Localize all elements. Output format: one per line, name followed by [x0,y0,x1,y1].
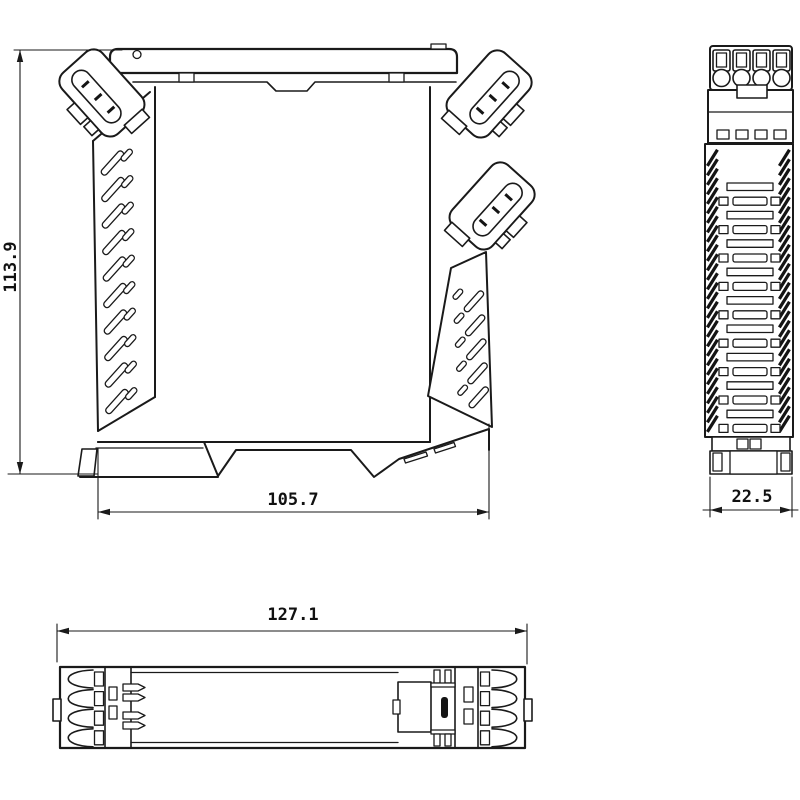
side-view [704,45,794,475]
left-edge-clip [52,698,62,722]
right-edge-clip [523,698,533,722]
side-body [704,143,794,438]
dim-label-front-height: 113.9 [1,241,21,292]
side-left-vent-slats [706,148,719,433]
side-terminal-block [709,45,793,91]
terminal-connector-right-lower [437,156,549,269]
cap-pin [132,49,142,60]
foot-tab [77,448,98,477]
top-cap [108,43,459,92]
dimension-front-height: 113.9 [1,49,123,475]
dim-label-side-width: 22.5 [732,487,773,507]
arrowhead-right [477,508,489,516]
front-right-vents [452,288,490,409]
front-left-vents [100,148,138,415]
arrowhead-up [16,50,24,62]
cap-notch [430,43,447,50]
din-foot [77,428,490,478]
center-box [397,681,432,733]
arrowhead-left [710,506,722,514]
front-face [97,86,431,443]
top-view [52,665,533,750]
dim-label-top-width: 127.1 [267,605,318,625]
top-right-terminal-claws [479,669,518,748]
side-foot [709,436,793,475]
dimension-side-width: 22.5 [702,476,799,518]
terminal-cells [712,49,791,88]
top-center-details [108,669,474,747]
side-vent-rows [718,182,781,434]
arrowhead-left [57,627,69,635]
top-left-terminal-claws [67,669,105,748]
side-right-vent-slats [778,148,791,433]
latch-slot [433,441,457,454]
side-upper-housing [707,84,794,144]
dimension-front-width: 105.7 [97,423,490,520]
dimension-top-width: 127.1 [56,605,528,665]
arrowhead-left [98,508,110,516]
dim-label-front-width: 105.7 [267,490,318,510]
arrowhead-down [16,462,24,474]
housing-tab [736,84,768,99]
front-view [45,43,549,478]
center-bar [441,697,448,718]
arrowhead-right [515,627,527,635]
arrowhead-right [780,506,792,514]
latch-slot [403,451,429,464]
